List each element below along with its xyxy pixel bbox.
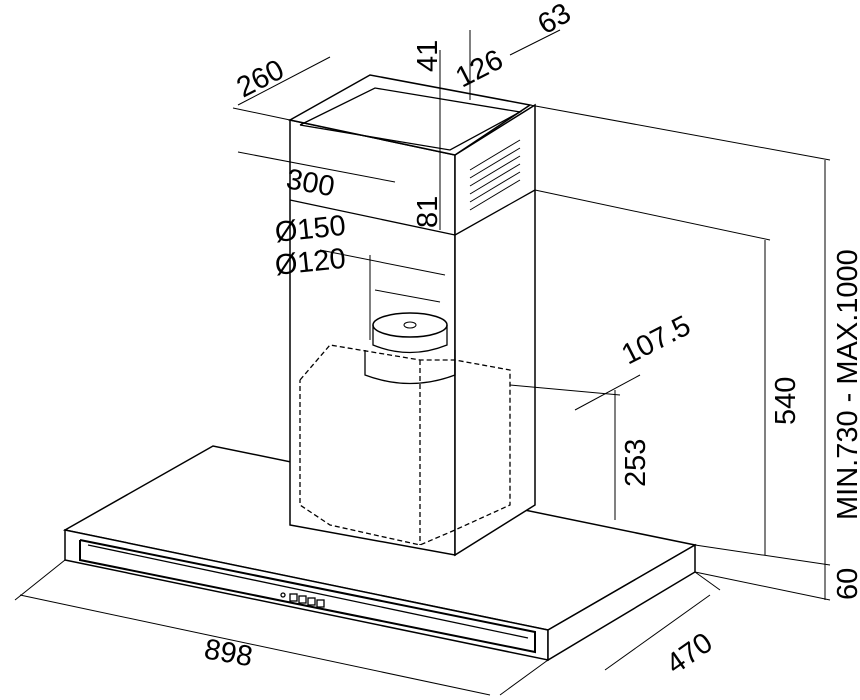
dim-107-5: 107.5 xyxy=(617,310,696,371)
dim-41: 41 xyxy=(412,40,444,72)
dim-d120: Ø120 xyxy=(273,243,347,282)
chimney xyxy=(287,74,536,557)
dim-60: 60 xyxy=(832,568,860,600)
control-buttons[interactable] xyxy=(280,592,325,608)
dim-898: 898 xyxy=(202,633,255,673)
dim-81: 81 xyxy=(412,196,444,228)
dimension-lines xyxy=(14,29,831,696)
dim-63: 63 xyxy=(533,0,577,41)
dim-260: 260 xyxy=(232,54,290,104)
dim-d150: Ø150 xyxy=(273,210,347,249)
dim-470: 470 xyxy=(661,627,719,681)
vent-grille xyxy=(469,139,521,211)
dim-126: 126 xyxy=(451,44,509,94)
dim-253: 253 xyxy=(620,439,652,487)
dim-540: 540 xyxy=(770,377,802,425)
dim-total-height: MIN.730 - MAX.1000 xyxy=(832,249,860,520)
